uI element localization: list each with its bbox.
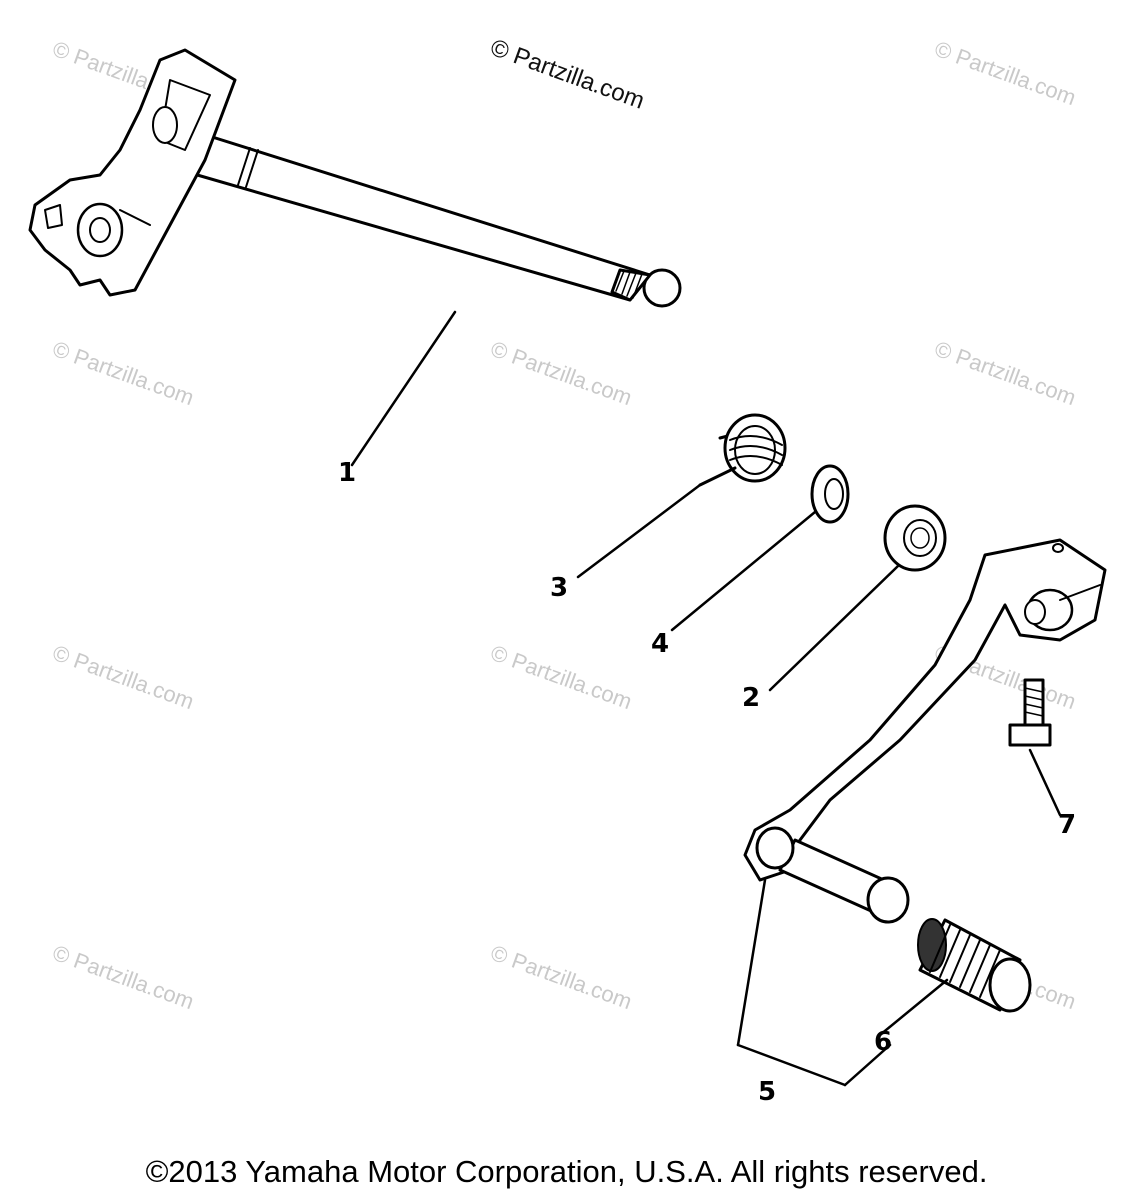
bolt-part	[1008, 678, 1052, 747]
washer-part	[810, 464, 850, 524]
rubber-grip-part	[917, 918, 1032, 1013]
shift-pedal-part	[743, 538, 1107, 924]
spring-part	[698, 413, 787, 487]
shift-shaft-part	[28, 48, 682, 308]
callout-3: 3	[550, 573, 569, 603]
leader-lines	[350, 310, 1062, 1087]
callout-6: 6	[874, 1027, 893, 1057]
oil-seal-part	[883, 504, 947, 572]
callout-7: 7	[1058, 810, 1077, 840]
callout-4: 4	[651, 629, 670, 659]
callout-5: 5	[758, 1077, 777, 1107]
callout-2: 2	[742, 683, 761, 713]
callout-1: 1	[338, 458, 357, 488]
copyright-notice: ©2013 Yamaha Motor Corporation, U.S.A. A…	[145, 1154, 988, 1189]
